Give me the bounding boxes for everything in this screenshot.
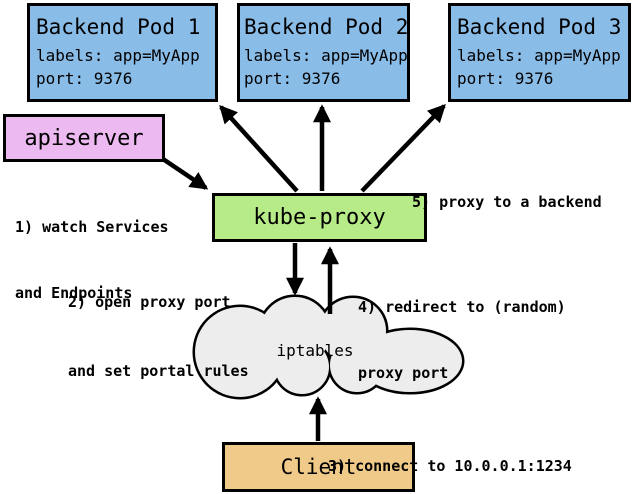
- pod-2-labels: labels: app=MyApp: [244, 46, 408, 65]
- pod-1-port: port: 9376: [36, 69, 133, 88]
- annotation-step2-line2: and set portal rules: [68, 362, 249, 380]
- backend-pod-3-box: Backend Pod 3 labels: app=MyApp port: 93…: [448, 3, 631, 102]
- annotation-step1-line2: and Endpoints: [15, 284, 133, 302]
- annotation-step1: 1) watch Services and Endpoints: [15, 172, 169, 348]
- annotation-step3-line1: 3) connect to 10.0.0.1:1234: [328, 457, 572, 475]
- kube-proxy-label: kube-proxy: [253, 205, 386, 230]
- arrow-kubeproxy-to-pod1: [219, 104, 299, 193]
- pod-2-title: Backend Pod 2: [244, 15, 409, 39]
- arrow-apiserver-to-kubeproxy: [158, 155, 209, 190]
- backend-pod-1-box: Backend Pod 1 labels: app=MyApp port: 93…: [27, 3, 218, 102]
- backend-pod-2-box: Backend Pod 2 labels: app=MyApp port: 93…: [237, 3, 410, 102]
- apiserver-box: apiserver: [3, 114, 165, 162]
- iptables-label: iptables: [276, 341, 353, 360]
- pod-3-port: port: 9376: [457, 69, 554, 88]
- pod-1-title: Backend Pod 1: [36, 15, 201, 39]
- pod-3-labels: labels: app=MyApp: [457, 46, 621, 65]
- pod-3-title: Backend Pod 3: [457, 15, 622, 39]
- client-box: Client: [222, 442, 415, 492]
- annotation-step2-line1: 2) open proxy port: [68, 293, 231, 311]
- iptables-cloud: iptables: [192, 294, 465, 400]
- pod-2-port: port: 9376: [244, 69, 341, 88]
- annotation-step5: 5) proxy to a backend: [412, 147, 602, 257]
- kube-proxy-box: kube-proxy: [212, 193, 427, 242]
- annotation-step2: 2) open proxy port and set portal rules: [68, 245, 249, 429]
- cloud-outline: [192, 294, 465, 400]
- annotation-step3: 3) connect to 10.0.0.1:1234: [328, 411, 572, 494]
- annotation-step4-line1: 4) redirect to (random): [358, 298, 566, 316]
- pod-1-labels: labels: app=MyApp: [36, 46, 200, 65]
- arrow-kubeproxy-to-iptables: [360, 104, 446, 193]
- annotation-step5-line1: 5) proxy to a backend: [412, 193, 602, 211]
- annotation-step4-line2: proxy port: [358, 364, 449, 382]
- client-label: Client: [280, 455, 357, 479]
- apiserver-label: apiserver: [24, 125, 144, 151]
- annotation-step4: 4) redirect to (random) proxy port: [358, 252, 566, 428]
- annotation-step1-line1: 1) watch Services: [15, 218, 169, 236]
